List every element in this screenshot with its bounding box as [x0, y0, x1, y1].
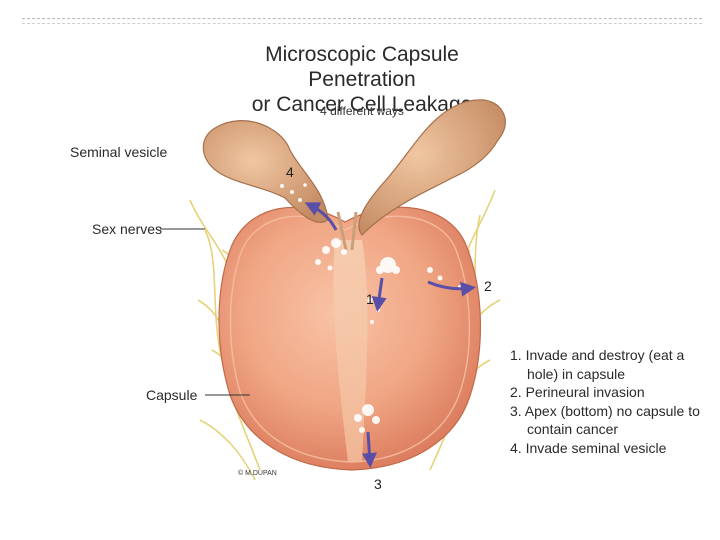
legend-item: 3. Apex (bottom) no capsule to contain c…	[510, 402, 710, 439]
marker-3: 3	[374, 476, 382, 492]
seminal-vesicle-left	[203, 121, 328, 223]
label-seminal-vesicle: Seminal vesicle	[70, 144, 167, 160]
marker-4: 4	[286, 164, 294, 180]
legend-item: 1. Invade and destroy (eat a hole) in ca…	[510, 346, 710, 383]
marker-2: 2	[484, 278, 492, 294]
label-sex-nerves: Sex nerves	[92, 221, 162, 237]
arrow-3	[368, 432, 370, 462]
legend-item: 4. Invade seminal vesicle	[510, 439, 710, 458]
legend-item: 2. Perineural invasion	[510, 383, 710, 402]
copyright-credit: © M.DUPAN	[238, 470, 277, 477]
marker-1: 1	[366, 291, 374, 307]
label-capsule: Capsule	[146, 387, 197, 403]
legend-list: 1. Invade and destroy (eat a hole) in ca…	[510, 346, 710, 457]
